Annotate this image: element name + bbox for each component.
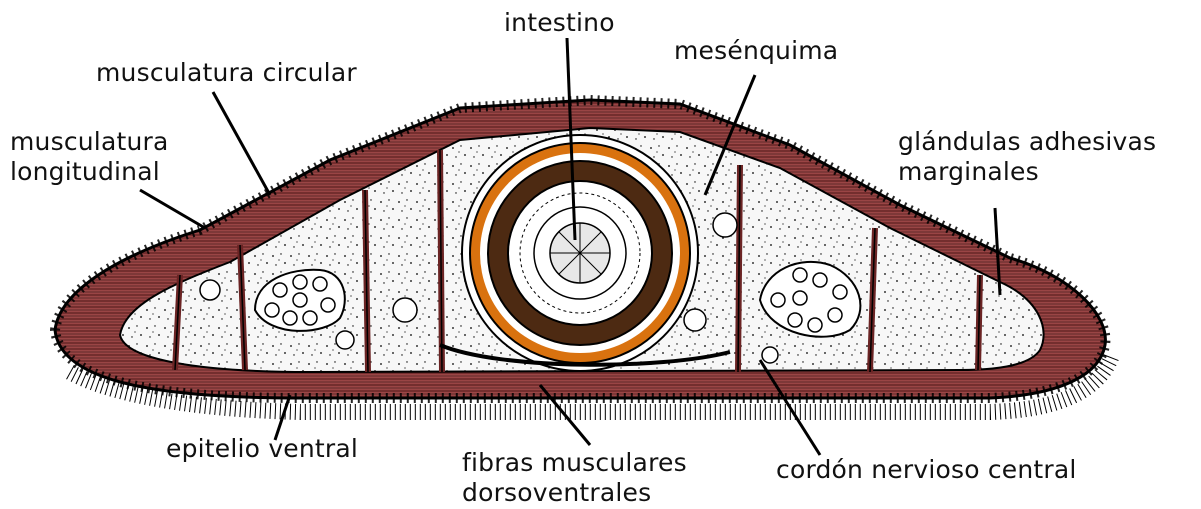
label-musculatura-longitudinal: musculatura longitudinal — [10, 127, 169, 187]
label-musculatura-longitudinal-line2: longitudinal — [10, 157, 169, 187]
label-fibras-line2: dorsoventrales — [462, 478, 687, 508]
label-epitelio-ventral: epitelio ventral — [166, 434, 358, 464]
intestine — [462, 135, 698, 371]
label-glandulas-line1: glándulas adhesivas — [898, 127, 1156, 157]
label-musculatura-longitudinal-line1: musculatura — [10, 127, 169, 157]
label-glandulas-line2: marginales — [898, 157, 1156, 187]
label-musculatura-circular: musculatura circular — [96, 58, 357, 88]
label-cordon-nervioso: cordón nervioso central — [776, 455, 1077, 485]
label-fibras-musculares: fibras musculares dorsoventrales — [462, 448, 687, 508]
label-intestino: intestino — [504, 8, 615, 38]
label-glandulas-adhesivas: glándulas adhesivas marginales — [898, 127, 1156, 187]
label-mesenquima: mesénquima — [674, 36, 838, 66]
label-fibras-line1: fibras musculares — [462, 448, 687, 478]
